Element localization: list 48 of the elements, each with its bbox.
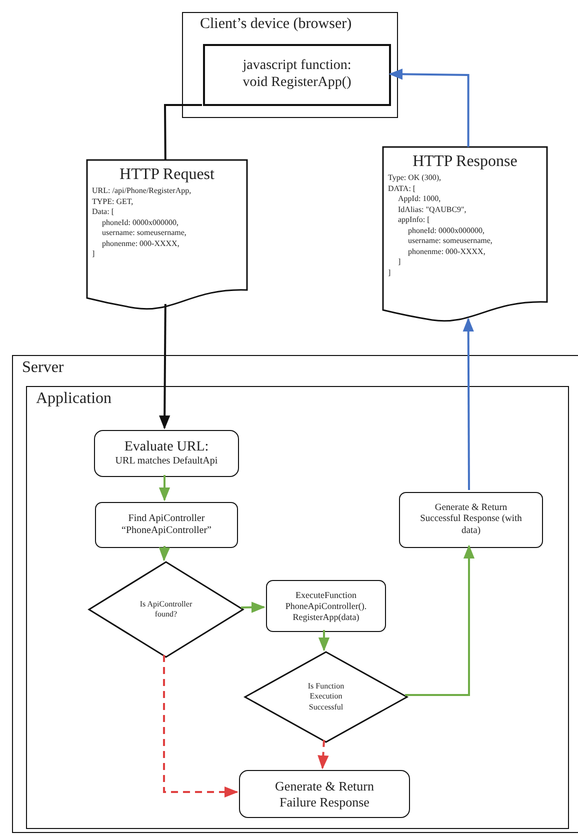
connector-arrow — [158, 475, 170, 502]
code-line: phoneId: 0000x000000, — [408, 226, 484, 236]
connector-arrow — [388, 68, 470, 147]
code-line: phonenme: 000-XXXX, — [408, 246, 486, 256]
document-title: HTTP Request — [118, 166, 216, 184]
code-line: AppId: 1000, — [398, 194, 441, 204]
connector-arrow — [462, 318, 474, 490]
decision-text: Is Function Execution Successful — [306, 681, 346, 713]
code-line: ] — [398, 257, 401, 267]
process-box — [203, 44, 391, 106]
step-text: Generate & Return Successful Response (with data) — [419, 502, 523, 538]
process-box — [94, 430, 239, 477]
code-line: URL: /api/Phone/RegisterApp, — [92, 186, 192, 196]
code-line: username: someusername, — [102, 228, 186, 238]
code-line: ] — [388, 268, 391, 278]
connector-arrow — [318, 740, 329, 770]
document-title: HTTP Response — [412, 153, 518, 171]
process-box — [266, 580, 386, 632]
decision-text: Is ApiController found? — [138, 599, 194, 620]
code-line: appInfo: [ — [398, 215, 430, 225]
process-box — [95, 502, 238, 548]
step-text: Generate & Return Failure Response — [274, 778, 375, 810]
code-line: TYPE: GET, — [92, 196, 134, 206]
connector-arrow — [318, 630, 330, 652]
step-text: Evaluate URL: — [123, 439, 210, 456]
device-frame — [182, 12, 398, 118]
connector-arrow — [240, 602, 266, 613]
code-line: username: someusername, — [408, 236, 492, 246]
container-heading: Server — [22, 359, 64, 377]
code-line: Type: OK (300), — [388, 173, 441, 183]
connector-arrow — [158, 546, 170, 562]
step-text: ExecuteFunction PhoneApiController(). RegisterApp(data) — [284, 590, 368, 622]
container-heading: Client’s device (browser) — [200, 16, 352, 33]
step-text: javascript function: void RegisterApp() — [241, 58, 352, 92]
code-line: phoneId: 0000x000000, — [102, 218, 178, 228]
container-heading: Application — [36, 390, 112, 408]
code-line: Data: [ — [92, 207, 114, 217]
code-line: ] — [92, 249, 95, 259]
code-line: IdAlias: "QAUBC9", — [398, 204, 466, 214]
connector-arrow — [405, 544, 475, 696]
code-line: phonenme: 000-XXXX, — [102, 238, 180, 248]
step-subtext: URL matches DefaultApi — [114, 456, 219, 468]
code-line: DATA: [ — [388, 184, 416, 194]
connector-arrow — [159, 304, 170, 430]
process-box — [399, 492, 543, 548]
connector-arrow — [163, 655, 238, 798]
process-box — [239, 770, 410, 818]
step-text: Find ApiController “PhoneApiController” — [120, 513, 212, 537]
